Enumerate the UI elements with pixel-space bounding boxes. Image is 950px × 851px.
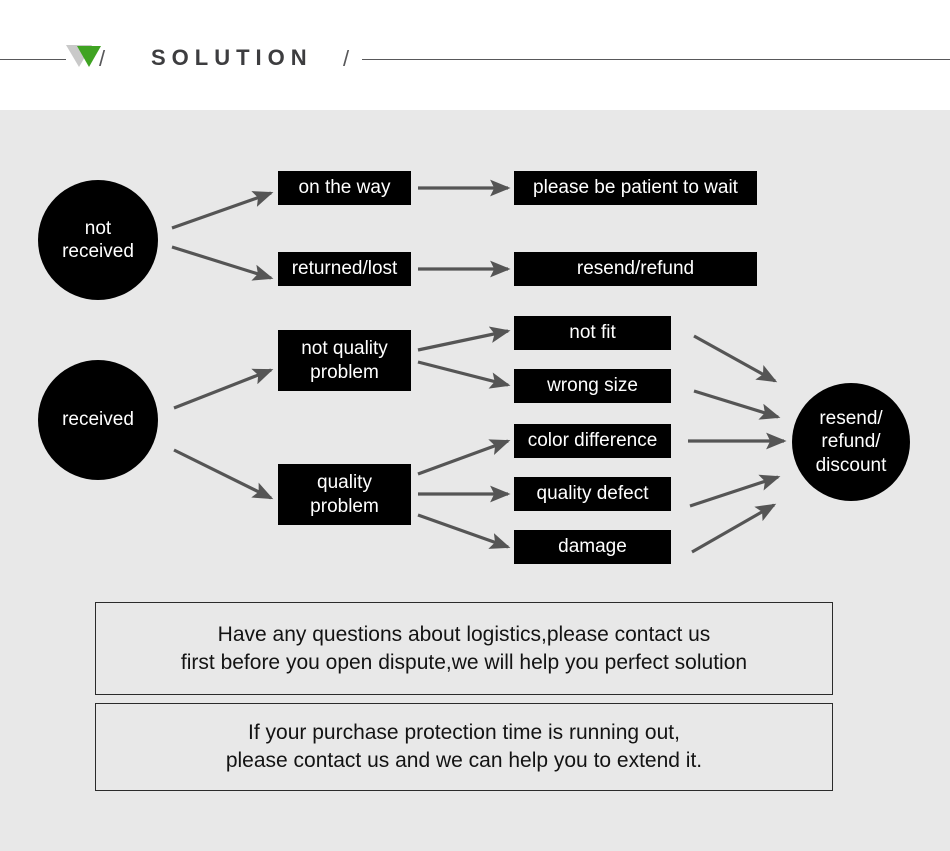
logistics-notice: Have any questions about logistics,pleas… [95,602,833,695]
header-slash-left: / [99,46,106,71]
header-rule-left [0,59,66,60]
header-slash-right: / [343,46,350,71]
flow-node-wrong-size: wrong size [514,369,671,403]
flow-node-quality-problem: quality problem [278,464,411,525]
flow-node-returned-lost: returned/lost [278,252,411,286]
flow-node-received: received [38,360,158,480]
flow-node-resend-refund: resend/refund [514,252,757,286]
flow-node-resend-refund-discount: resend/ refund/ discount [792,383,910,501]
flow-node-please-be-patient: please be patient to wait [514,171,757,205]
logo-triangle-green-icon [77,46,101,67]
flow-node-not-fit: not fit [514,316,671,350]
header-rule-right [362,59,950,60]
protection-notice: If your purchase protection time is runn… [95,703,833,791]
flow-node-quality-defect: quality defect [514,477,671,511]
flow-node-on-the-way: on the way [278,171,411,205]
flow-node-not-quality-problem: not quality problem [278,330,411,391]
flow-node-not-received: not received [38,180,158,300]
logo-triangles-icon [66,41,102,71]
flow-node-color-difference: color difference [514,424,671,458]
page-header: / SOLUTION / [0,0,950,110]
flow-node-damage: damage [514,530,671,564]
page-title: SOLUTION [151,45,313,70]
